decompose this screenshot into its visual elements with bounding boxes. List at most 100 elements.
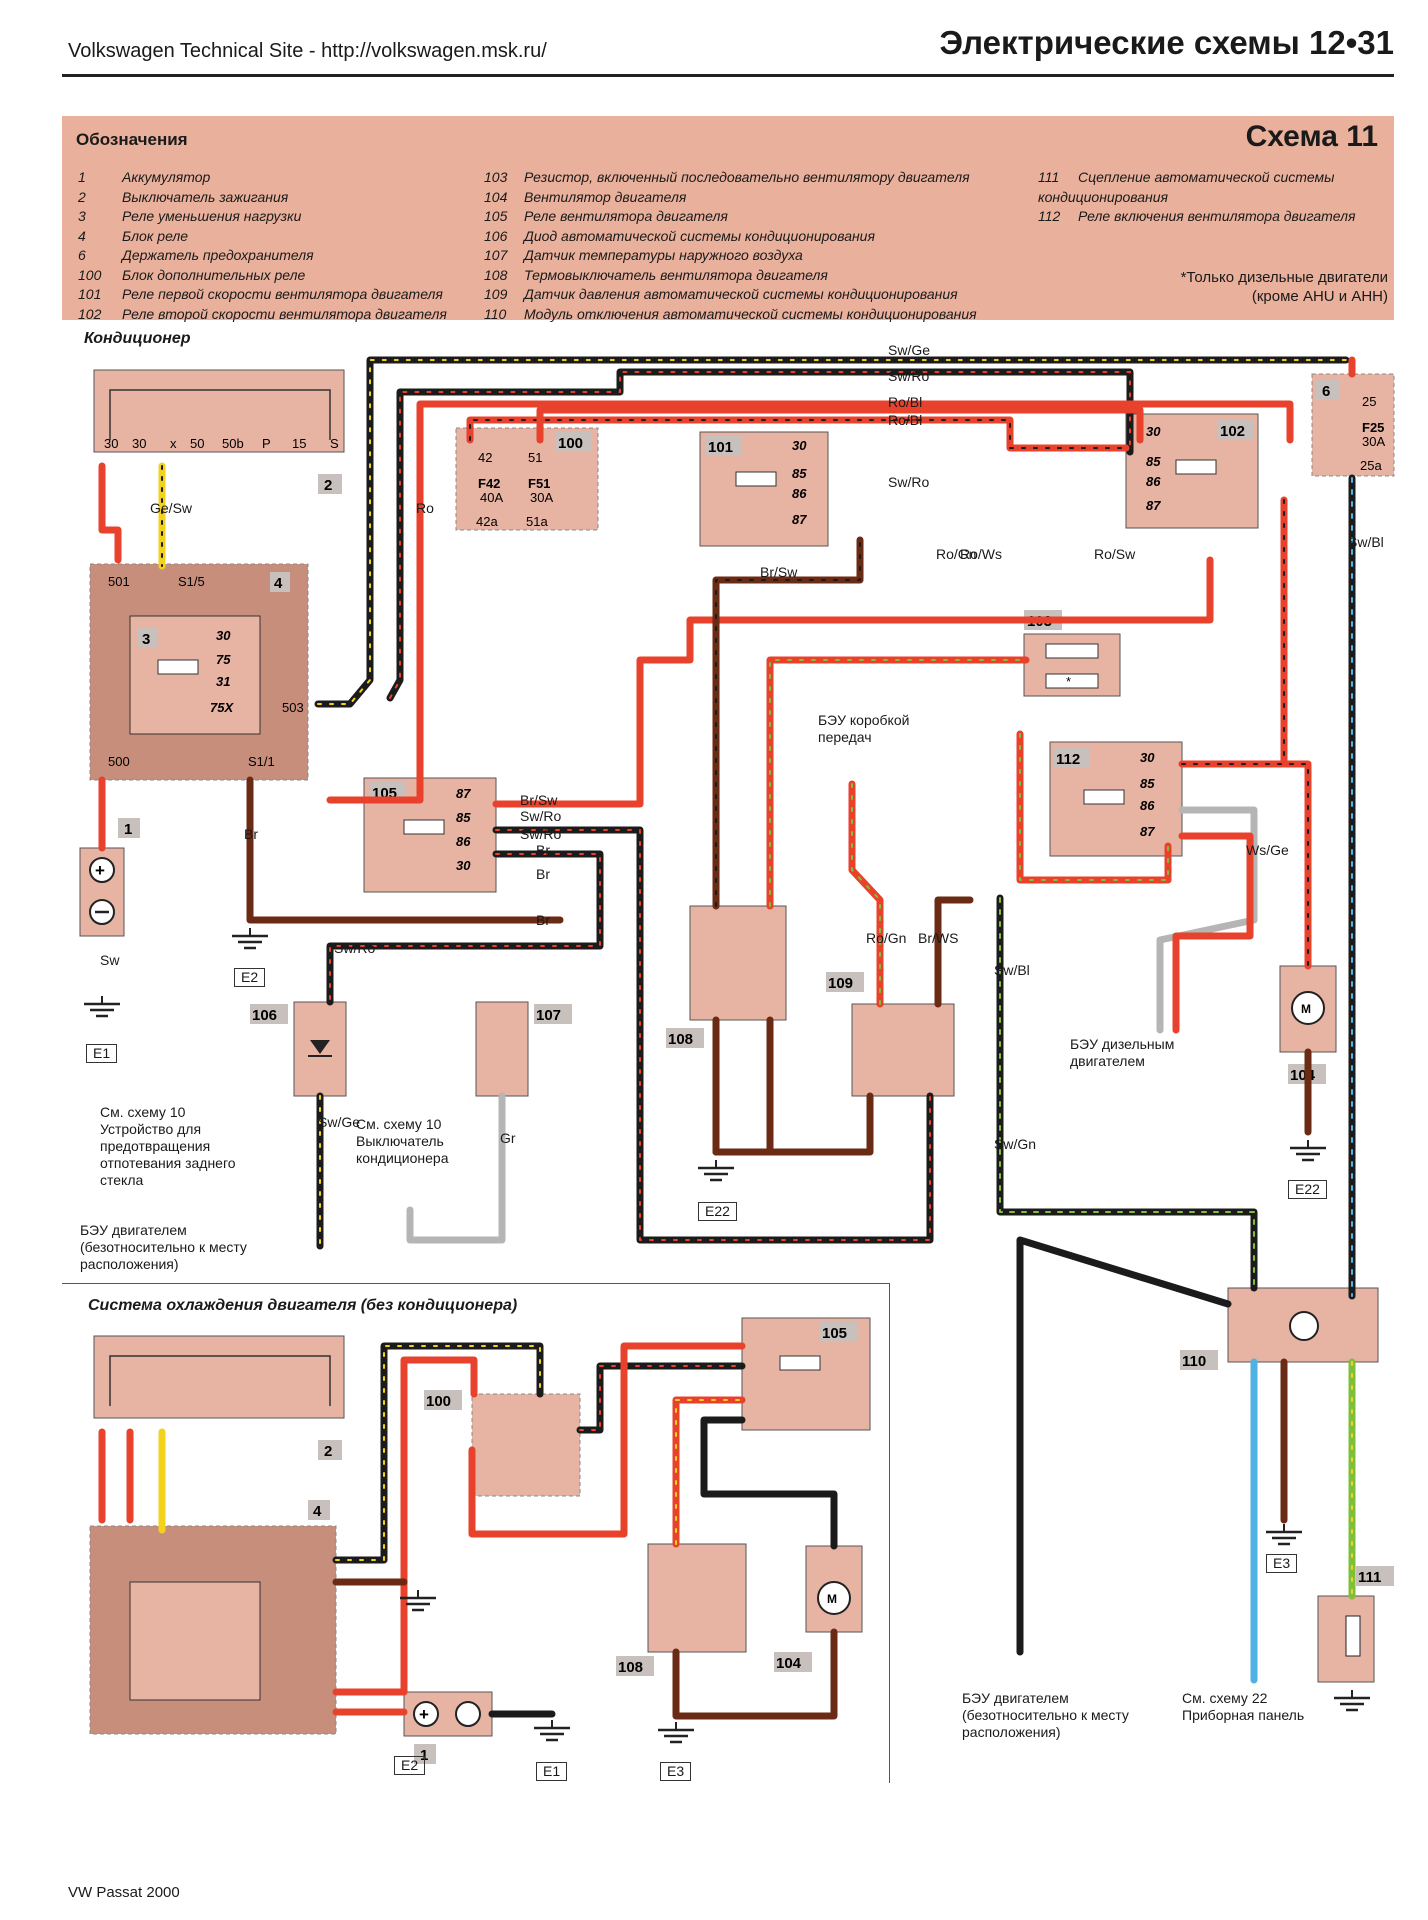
- wire-label: Sw/Gn: [994, 1136, 1037, 1152]
- svg-text:86: 86: [792, 486, 807, 501]
- section-title-ac: Кондиционер: [84, 330, 191, 347]
- ground-symbol: [1332, 1688, 1372, 1712]
- svg-text:2: 2: [324, 1443, 332, 1460]
- ground-label-e1: E1: [86, 1044, 118, 1063]
- svg-text:15: 15: [292, 436, 306, 451]
- cooling-fuse-block-100: 100: [424, 1390, 581, 1497]
- cooling-thermo-switch-108: 108: [616, 1543, 747, 1676]
- ground-label-e22-fan: E22: [1288, 1180, 1327, 1199]
- cooling-relay-block-4: 4: [89, 1500, 337, 1735]
- ignition-switch-2: 30 30 x 50 50b P 15 S 2: [93, 369, 345, 494]
- pressure-sensor-109: 109: [826, 972, 955, 1097]
- svg-text:+: +: [419, 1705, 429, 1724]
- svg-text:109: 109: [828, 975, 853, 992]
- svg-text:102: 102: [1220, 423, 1245, 440]
- ground-symbol: [1288, 1138, 1328, 1162]
- wire-label: Sw/Ge: [888, 342, 931, 358]
- svg-text:85: 85: [456, 810, 471, 825]
- section-divider-vertical: [889, 1283, 890, 1783]
- wire-label: Br: [536, 866, 550, 882]
- ground-symbol: [532, 1718, 572, 1742]
- wire-label: Br: [536, 912, 550, 928]
- wire-label: Ro: [416, 500, 434, 516]
- ground-symbol: [656, 1720, 696, 1744]
- svg-text:30: 30: [104, 436, 118, 451]
- note-diesel-ecu: БЭУ дизельным двигателем: [1070, 1036, 1175, 1069]
- svg-text:108: 108: [618, 1659, 643, 1676]
- svg-text:75: 75: [216, 652, 231, 667]
- legend-note: *Только дизельные двигатели (кроме AHU и…: [1180, 269, 1388, 305]
- note-gearbox-ecu: БЭУ коробкой передач: [818, 712, 910, 745]
- wire-label: Sw/Ro: [888, 368, 930, 384]
- wire-label: Ro/Bl: [888, 394, 923, 410]
- cooling-ignition-switch-2: 2: [93, 1335, 345, 1460]
- cooling-relay-105: 105: [741, 1317, 871, 1431]
- svg-text:104: 104: [1290, 1067, 1316, 1084]
- page-title: Электрические схемы 12•31: [939, 24, 1394, 61]
- svg-text:85: 85: [792, 466, 807, 481]
- header-site: Volkswagen Technical Site - http://volks…: [68, 40, 547, 62]
- relay-101: 30 85 86 87 101: [699, 431, 829, 547]
- ac-clutch-111: 111: [1317, 1566, 1394, 1683]
- svg-text:6: 6: [1322, 383, 1330, 400]
- svg-text:112: 112: [1056, 751, 1080, 768]
- svg-text:110: 110: [1182, 1353, 1206, 1370]
- wire-label: Sw/Bl: [1348, 534, 1384, 550]
- thermo-switch-108: 108: [666, 905, 787, 1048]
- header-divider: [62, 74, 1394, 77]
- ground-label-e2: E2: [234, 968, 266, 987]
- svg-text:30: 30: [132, 436, 146, 451]
- svg-text:4: 4: [274, 575, 283, 592]
- svg-text:101: 101: [708, 439, 733, 456]
- svg-text:85: 85: [1146, 454, 1161, 469]
- svg-text:30: 30: [792, 438, 807, 453]
- ground-label-e3-cooling: E3: [660, 1762, 692, 1781]
- svg-text:87: 87: [1146, 498, 1161, 513]
- fuse-block-100: 42 51 F42 F51 40A 30A 42a 51a 100: [455, 427, 599, 531]
- svg-text:51a: 51a: [526, 514, 548, 529]
- ground-label-e3: E3: [1266, 1554, 1298, 1573]
- wire-label: Ro/Ws: [960, 546, 1002, 562]
- wire-label: Br/Sw: [760, 564, 798, 580]
- footer-model: VW Passat 2000: [68, 1884, 180, 1901]
- note-engine-ecu: БЭУ двигателем (безотносительно к месту …: [80, 1222, 247, 1272]
- wire-label: Br/WS: [918, 930, 959, 946]
- svg-text:*: *: [1066, 674, 1071, 689]
- svg-text:86: 86: [1146, 474, 1161, 489]
- ground-symbol: [1264, 1522, 1304, 1546]
- note-scheme22: См. схему 22 Приборная панель: [1182, 1690, 1305, 1723]
- svg-text:87: 87: [456, 786, 471, 801]
- svg-text:1: 1: [420, 1747, 428, 1764]
- legend-title: Обозначения: [76, 130, 188, 149]
- svg-text:106: 106: [252, 1007, 277, 1024]
- svg-text:50b: 50b: [222, 436, 244, 451]
- svg-text:111: 111: [1358, 1569, 1381, 1586]
- svg-text:30: 30: [1146, 424, 1161, 439]
- wire-label: Ro/Gn: [936, 546, 977, 562]
- svg-text:75X: 75X: [210, 700, 234, 715]
- scheme-number: Схема 11: [1245, 120, 1378, 153]
- svg-text:2: 2: [324, 477, 332, 494]
- wire-label: Ro/Sw: [1094, 546, 1136, 562]
- svg-text:503: 503: [282, 700, 304, 715]
- wire-label: Ro/Bl: [888, 412, 923, 428]
- ground-symbol: [696, 1158, 736, 1182]
- wire-label: Br: [536, 842, 550, 858]
- wire-label: Sw/Bl: [994, 962, 1030, 978]
- wire-label: Br/Sw: [520, 792, 558, 808]
- svg-text:107: 107: [536, 1007, 561, 1024]
- note-engine-ecu-cooling: БЭУ двигателем (безотносительно к месту …: [962, 1690, 1129, 1740]
- svg-text:25: 25: [1362, 394, 1376, 409]
